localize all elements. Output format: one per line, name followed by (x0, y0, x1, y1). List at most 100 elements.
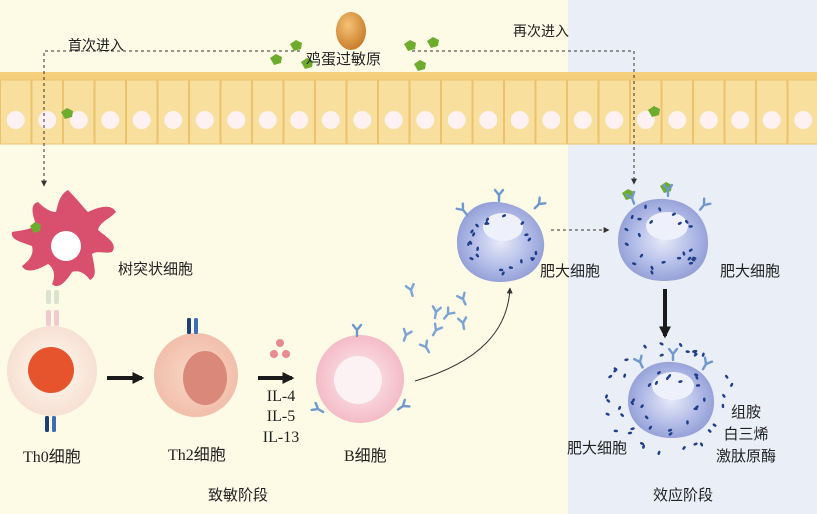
granule (640, 404, 644, 409)
cytokine-dot (276, 339, 284, 347)
released-granule (643, 344, 647, 349)
allergen-particle (427, 37, 439, 48)
allergen-particle (290, 40, 302, 51)
dendritic-cell-label: 树突状细胞 (118, 260, 194, 278)
tcr-receptor (46, 310, 51, 326)
released-granule (725, 374, 729, 379)
granule (668, 432, 673, 436)
epithelial-cell (535, 79, 567, 145)
granule (469, 257, 474, 261)
sensitization-phase-label: 致敏阶段 (208, 486, 269, 504)
granule (703, 397, 706, 402)
ige-antibody (662, 183, 674, 198)
released-granule (639, 442, 645, 446)
granule (688, 225, 693, 228)
granule (484, 221, 488, 225)
epithelial-cell (409, 79, 441, 145)
mediator-label: 激肽原酶 (715, 446, 776, 465)
th0-cell-label: Th0细胞 (23, 449, 81, 466)
released-granule (630, 427, 635, 431)
granule (508, 266, 514, 269)
epithelial-cell (283, 79, 315, 145)
egg-icon (336, 12, 366, 50)
granule (637, 217, 642, 221)
epithelial-cell (661, 79, 693, 145)
released-granule (659, 353, 664, 357)
cytokine-dot (270, 350, 278, 358)
granule (520, 259, 523, 264)
granule (476, 246, 479, 252)
granule (688, 261, 694, 265)
granule (650, 270, 654, 275)
ige-antibody (625, 190, 636, 205)
granule (688, 248, 693, 252)
granule (475, 253, 480, 258)
released-granule (721, 403, 725, 409)
released-granule (693, 442, 698, 446)
allergen-particle (414, 60, 426, 71)
released-granule (693, 353, 698, 357)
ige-antibody (633, 354, 644, 369)
dendritic-cell (11, 190, 116, 287)
released-granule (608, 374, 613, 379)
released-granule (642, 444, 645, 449)
epithelial-cell (31, 79, 63, 145)
ige-antibody (493, 188, 505, 203)
ige-antibody (402, 327, 413, 342)
epithelial-cell (724, 79, 756, 145)
epithelial-cell (378, 79, 410, 145)
ige-antibody (456, 316, 468, 331)
released-granule (606, 399, 611, 403)
released-granule (613, 368, 618, 373)
granule (624, 227, 629, 232)
mast-cell-2-label: 肥大细胞 (720, 262, 781, 280)
ige-antibody (431, 322, 444, 337)
ige-antibody (351, 323, 363, 338)
granule (666, 376, 670, 380)
allergen-label: 鸡蛋过敏原 (306, 50, 382, 68)
allergen-particles (61, 37, 660, 119)
granule (648, 425, 653, 430)
cytokine-dot (282, 350, 290, 358)
granule (695, 384, 701, 387)
cytokine-list: IL-4 IL-5 IL-13 (252, 387, 310, 448)
released-granule (627, 431, 633, 435)
granule (644, 204, 647, 209)
granule (667, 428, 673, 432)
granule (656, 371, 661, 375)
granule (501, 214, 507, 218)
epithelial-cell (693, 79, 725, 145)
mast-cell-1 (457, 201, 545, 282)
granule (485, 217, 489, 222)
mast-cell-3-label: 肥大细胞 (567, 439, 628, 457)
epithelial-cell (756, 79, 788, 145)
granule (650, 265, 654, 270)
mast-cell-3 (628, 361, 715, 438)
epithelial-cell (157, 79, 189, 145)
granule (531, 257, 535, 261)
th2-cell-label: Th2细胞 (168, 447, 226, 464)
released-granule (707, 429, 712, 433)
granule (685, 219, 689, 224)
granule (475, 223, 479, 228)
cytokine-label: IL-5 (266, 408, 296, 426)
cytokine-label: IL-4 (266, 388, 296, 405)
granule (637, 232, 641, 238)
ige-antibody (455, 202, 469, 216)
ige-antibody (667, 347, 679, 362)
allergen-particle (648, 106, 660, 117)
released-granule (679, 342, 683, 347)
epithelial-cell (441, 79, 473, 145)
allergen-particle (270, 54, 282, 65)
b-cell (316, 335, 404, 423)
granule (693, 373, 699, 377)
first-entry-label: 首次进入 (68, 38, 124, 54)
granule (658, 207, 662, 212)
granule (686, 420, 689, 425)
released-granule (682, 446, 686, 450)
first-entry-route (41, 50, 300, 187)
released-granule (620, 413, 624, 417)
granule (527, 237, 532, 242)
